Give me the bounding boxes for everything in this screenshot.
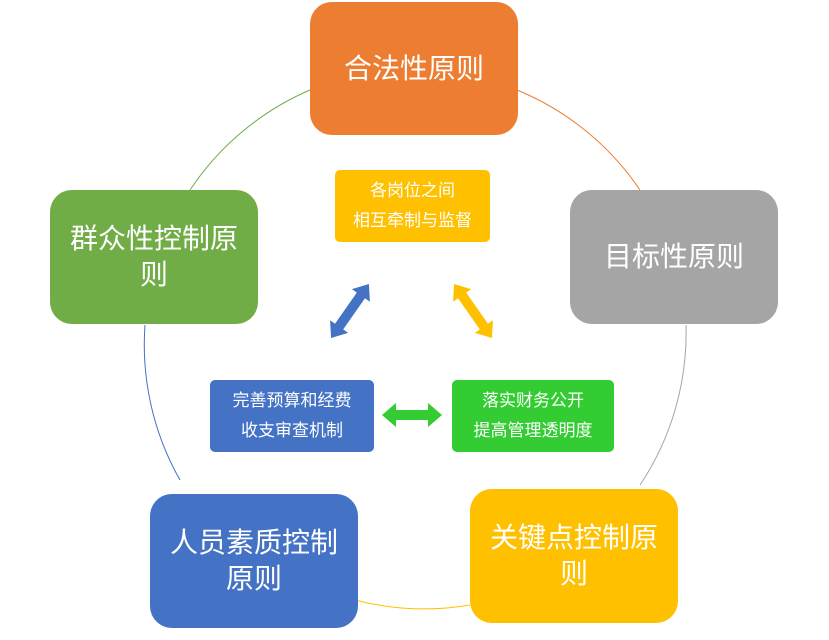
mechanism-budget-review-line1: 完善预算和经费 — [232, 391, 352, 411]
ring-arc-bottom — [354, 599, 471, 610]
principle-mass-control-label: 群众性控制原则 — [69, 222, 238, 291]
double-arrow-blue-icon — [330, 283, 370, 339]
ring-arc-top-right — [516, 89, 641, 191]
ring-arc-right — [639, 324, 687, 486]
principle-key-point-control: 关键点控制原则 — [470, 489, 678, 623]
mechanism-mutual-supervision-line1: 各岗位之间 — [370, 181, 455, 201]
double-arrow-green-icon — [382, 403, 442, 427]
principle-personnel-quality-control-label: 人员素质控制原则 — [169, 526, 338, 595]
principle-objective-label: 目标性原则 — [603, 240, 744, 273]
ring-arc-left — [143, 324, 181, 481]
mechanism-budget-review: 完善预算和经费 收支审查机制 — [210, 380, 374, 452]
principle-legality: 合法性原则 — [310, 2, 518, 135]
mechanism-mutual-supervision-line2: 相互牵制与监督 — [353, 211, 472, 231]
mechanism-financial-openness-line2: 提高管理透明度 — [473, 421, 593, 441]
principle-mass-control: 群众性控制原则 — [50, 190, 258, 324]
mechanism-budget-review-line2: 收支审查机制 — [241, 421, 343, 441]
principle-legality-label: 合法性原则 — [343, 51, 484, 85]
mechanism-financial-openness-line1: 落实财务公开 — [482, 391, 584, 411]
principle-objective: 目标性原则 — [570, 190, 778, 324]
mechanism-mutual-supervision: 各岗位之间 相互牵制与监督 — [335, 170, 490, 242]
double-arrow-gold-icon — [453, 283, 493, 339]
principle-key-point-control-label: 关键点控制原则 — [489, 521, 658, 590]
mechanism-financial-openness: 落实财务公开 提高管理透明度 — [452, 380, 614, 452]
principle-personnel-quality-control: 人员素质控制原则 — [150, 494, 358, 628]
ring-arc-top-left — [189, 89, 311, 191]
